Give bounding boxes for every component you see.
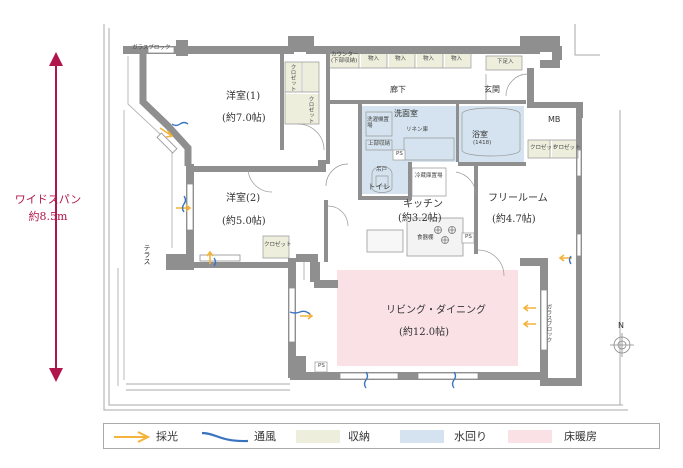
glass-block-top-label: ガラスブロック <box>132 45 171 51</box>
lighting-arrows <box>159 127 572 328</box>
hallway-label: 廊下 <box>390 85 406 94</box>
storage-1 <box>361 52 387 68</box>
wide-span-label: ワイドスパン 約8.5m <box>14 192 82 225</box>
legend-water-swatch <box>400 430 444 443</box>
washer-label: 洗濯機置場 <box>367 117 390 129</box>
free-room-name: フリールーム <box>488 193 548 204</box>
ps-label-2: PS <box>465 234 472 240</box>
compass-north-label: N <box>618 321 624 330</box>
linen-label: リネン庫 <box>406 127 429 133</box>
legend-floor-heating-label: 床暖房 <box>564 430 597 443</box>
living-floor-heating <box>337 270 518 366</box>
storage-counter <box>329 52 359 68</box>
ps-boxes <box>314 149 475 373</box>
compass-icon <box>610 333 634 357</box>
wide-span-title: ワイドスパン <box>14 193 82 206</box>
upper-cabinet-label: 上部収納 <box>368 141 391 147</box>
glass-block-right-label: ガラスブロック <box>545 304 552 343</box>
kitchen-island <box>366 229 404 253</box>
washroom-label: 洗面室 <box>394 109 418 118</box>
storage-4 <box>445 52 471 68</box>
closet-w2-label: クロゼット <box>264 242 292 248</box>
closet-w1a-label: クロゼット <box>289 64 296 92</box>
storage-3 <box>417 52 443 68</box>
storage-closet-free2 <box>552 140 578 158</box>
storage-closet-w2 <box>263 236 289 258</box>
legend-floor-heating-swatch <box>508 430 552 443</box>
storage-label-3: 物入 <box>423 56 435 62</box>
counter-label: カウンター(下部収納) <box>331 52 359 64</box>
kitchen-name: キッチン <box>403 199 443 210</box>
cabinet-label: 食器棚 <box>417 235 434 241</box>
bath-water <box>458 106 524 162</box>
shelf-label: 吊戸 <box>376 167 388 173</box>
storage-label-2: 物入 <box>395 56 407 62</box>
storage-shoe <box>486 56 522 70</box>
legend-storage-label: 収納 <box>348 430 370 443</box>
storage-closet-w1c <box>285 94 319 124</box>
entrance-label: 玄関 <box>484 85 500 94</box>
terrace-label: テラス <box>143 244 151 265</box>
ps-label-1: PS <box>396 151 403 157</box>
ps-label-3: PS <box>318 363 325 369</box>
toilet-label: トイレ <box>368 182 391 191</box>
fill-areas <box>263 52 578 366</box>
storage-closet-w1b <box>303 62 319 92</box>
span-arrow <box>49 52 63 382</box>
living-name: リビング・ダイニング <box>386 305 486 316</box>
storage-2 <box>389 52 415 68</box>
western1-size: (約7.0帖) <box>222 113 266 124</box>
legend-water-label: 水回り <box>454 430 487 443</box>
washroom-water <box>362 106 456 162</box>
western2-size: (約5.0帖) <box>222 216 266 227</box>
kitchen-counter <box>406 217 464 257</box>
living-size: (約12.0帖) <box>399 327 450 338</box>
legend-lighting-icon <box>114 431 151 443</box>
shoe-closet-label: 下足入 <box>497 59 514 65</box>
windows <box>147 46 582 380</box>
western1-name: 洋室(1) <box>226 91 261 102</box>
stove <box>434 226 456 244</box>
storage-closet-free1 <box>528 140 550 158</box>
bay-wall <box>139 54 192 166</box>
legend-storage-swatch <box>296 430 340 443</box>
fridge-label: 冷蔵庫置場 <box>415 173 443 179</box>
legend-ventilation-icon <box>201 431 249 443</box>
interior-lines <box>117 52 579 386</box>
bath-size-label: (1418) <box>473 140 492 146</box>
western2-name: 洋室(2) <box>226 193 261 204</box>
closet-free2-label: クロゼット <box>553 145 581 151</box>
site-outline <box>103 24 628 411</box>
storage-label-4: 物入 <box>451 56 463 62</box>
storage-label-1: 物入 <box>368 56 380 62</box>
wide-span-value: 約8.5m <box>28 209 68 223</box>
closet-free1-label: クロゼット <box>530 145 558 151</box>
storage-closet-w1a <box>285 62 301 92</box>
bath-label: 浴室 <box>472 130 488 139</box>
free-room-size: (約4.7帖) <box>492 214 536 225</box>
legend: 採光 通風 収納 水回り 床暖房 <box>103 423 660 449</box>
legend-ventilation-label: 通風 <box>254 430 276 443</box>
mb-label: MB <box>548 115 561 124</box>
legend-lighting-label: 採光 <box>156 430 178 443</box>
ventilation-waves <box>171 121 572 389</box>
closet-w1b-label: クロゼット <box>307 96 314 124</box>
kitchen-size: (約3.2帖) <box>398 213 442 224</box>
